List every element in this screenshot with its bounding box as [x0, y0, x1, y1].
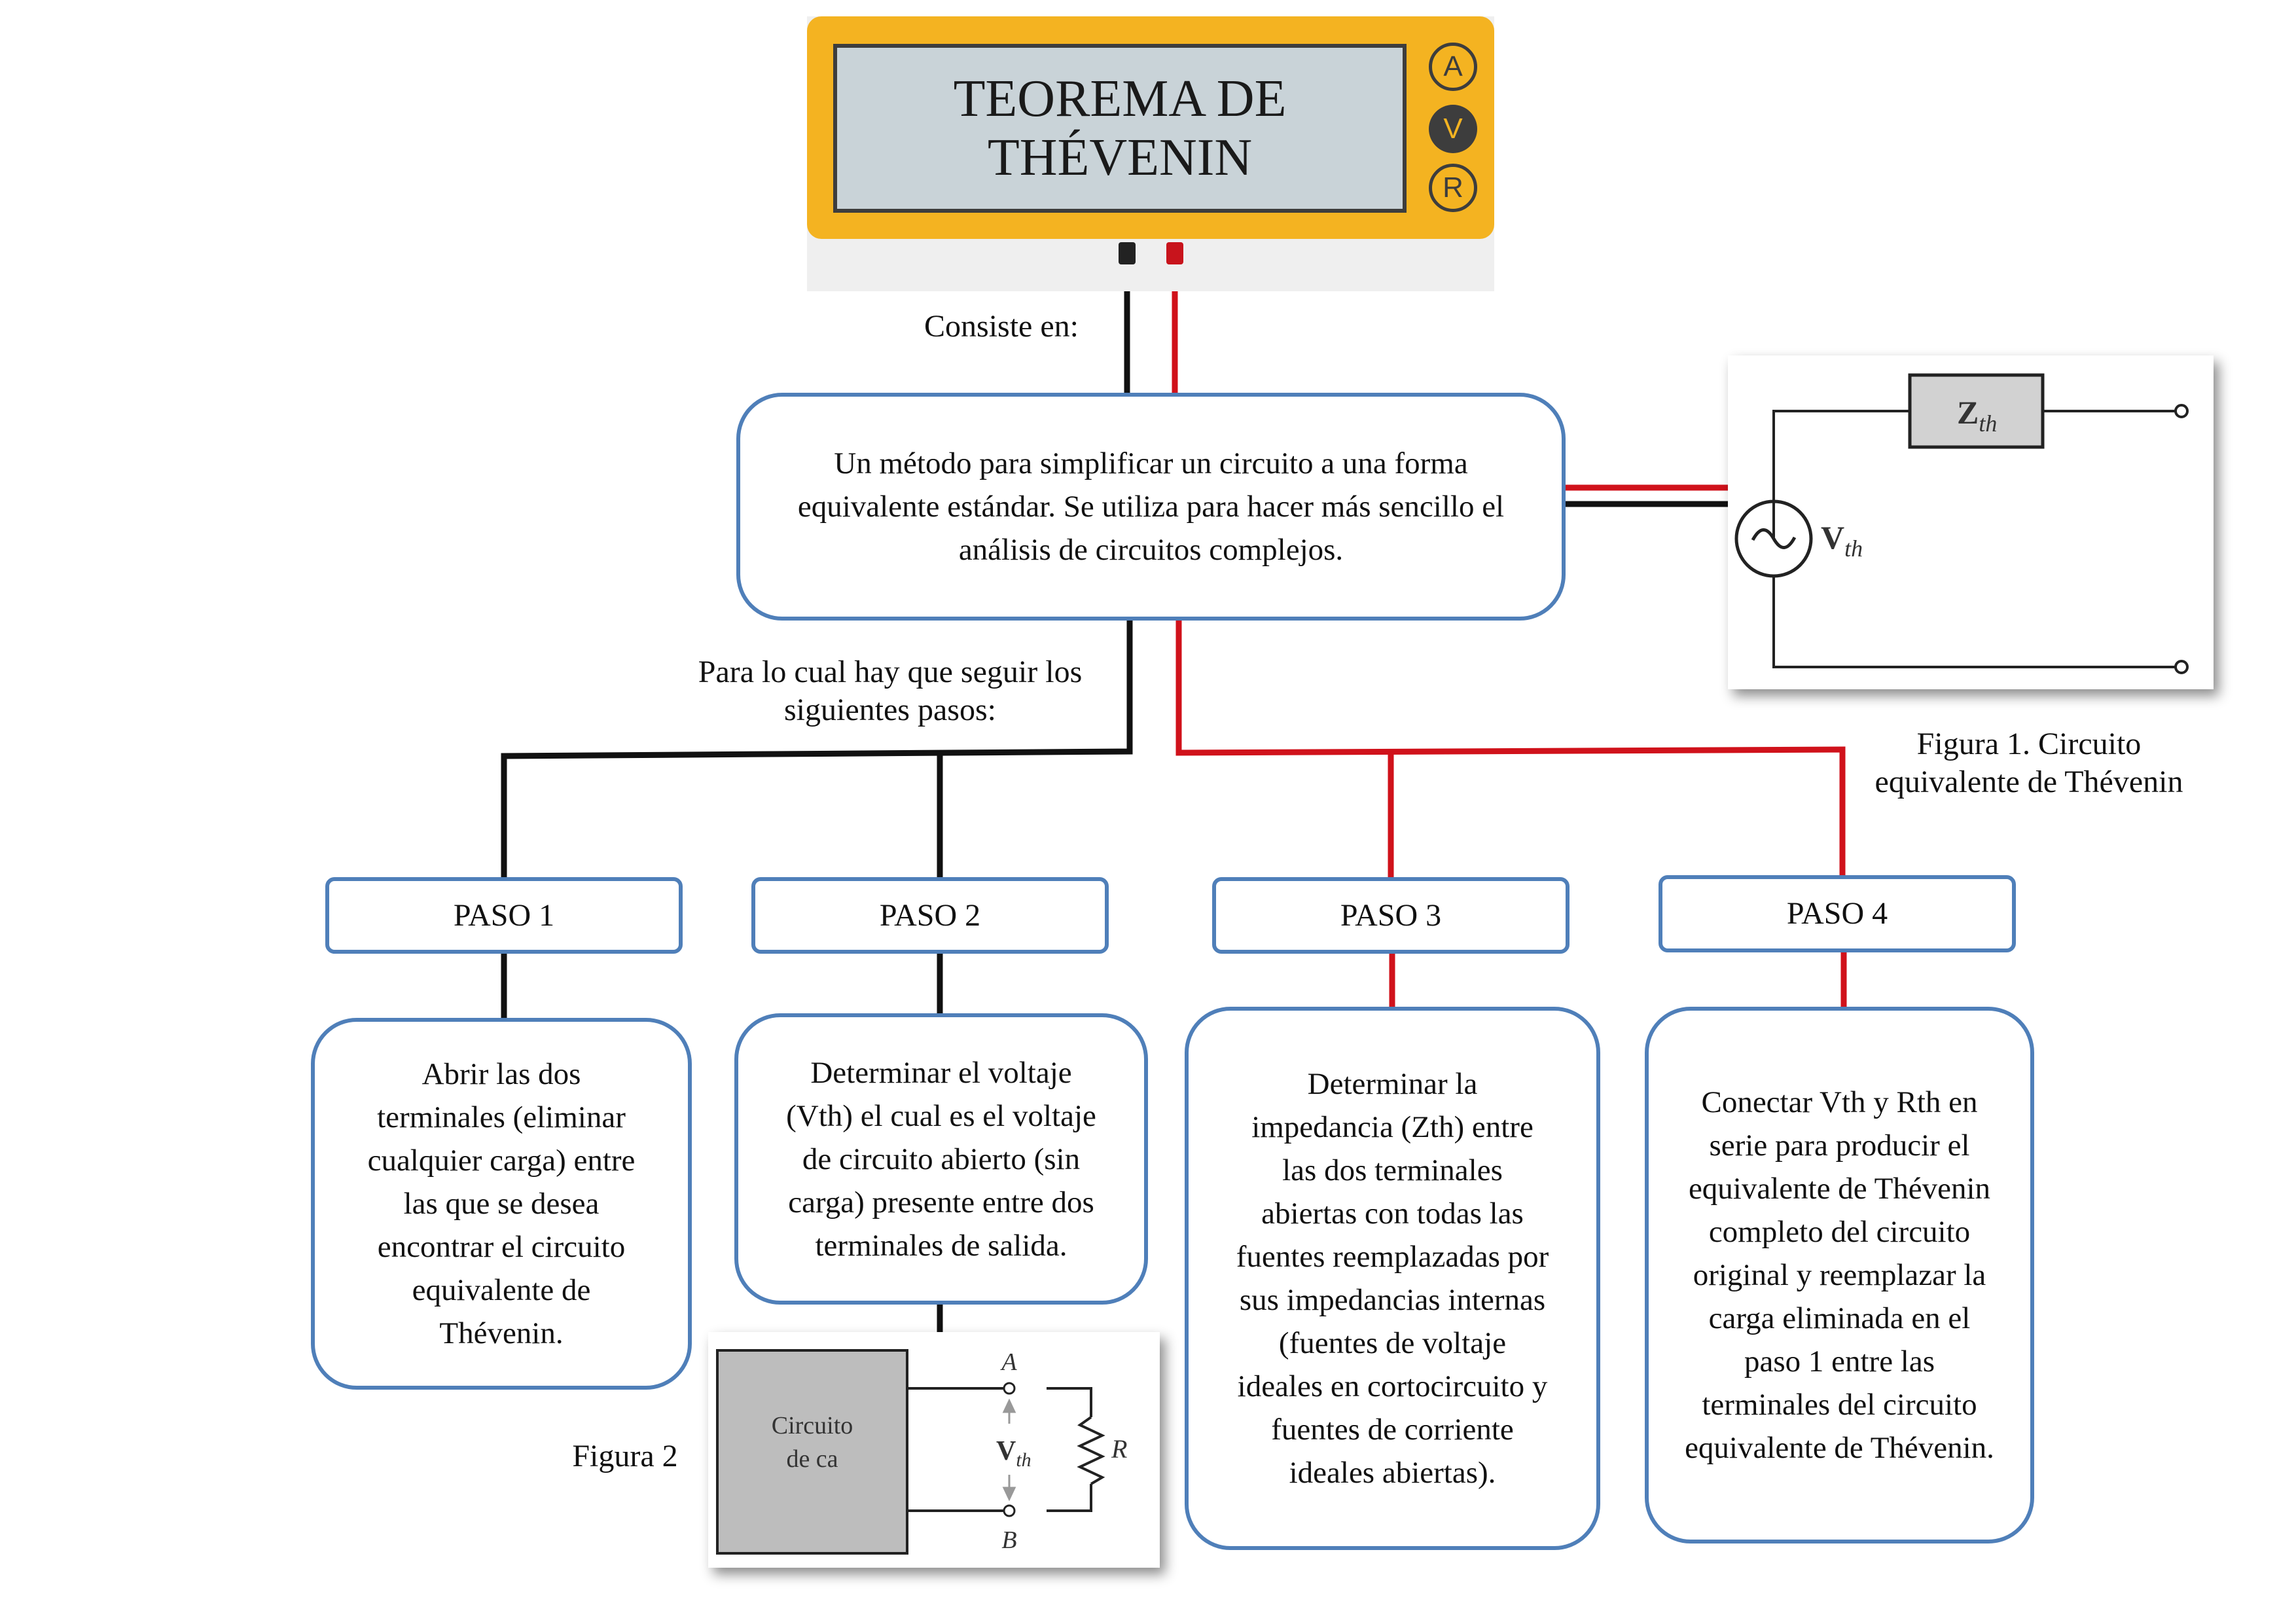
meter-screen: TEOREMA DE THÉVENIN: [833, 44, 1407, 213]
page-title: TEOREMA DE THÉVENIN: [953, 70, 1287, 187]
consiste-label: Consiste en:: [924, 309, 1079, 344]
figure1-thevenin-equivalent: Zth Vth: [1728, 355, 2214, 689]
ohmmeter-icon: R: [1429, 164, 1477, 212]
paso2-description: Determinar el voltaje (Vth) el cual es e…: [734, 1013, 1148, 1305]
fig2-terminal-b: B: [1001, 1526, 1016, 1554]
thevenin-circuit-icon: Zth Vth: [1734, 373, 2189, 674]
figure2-ac-circuit: Circuito de ca A B Vth R: [708, 1332, 1160, 1568]
figura2-caption: Figura 2: [572, 1439, 678, 1473]
paso4-title: PASO 4: [1659, 875, 2016, 952]
resistor-icon: [1047, 1387, 1105, 1512]
paso4-description: Conectar Vth y Rth en serie para produci…: [1645, 1007, 2034, 1543]
fig2-terminal-a: A: [999, 1348, 1017, 1376]
paso1-description: Abrir las dos terminales (eliminar cualq…: [311, 1018, 692, 1390]
pasos-label: Para lo cual hay que seguir los siguient…: [698, 655, 1083, 727]
paso1-title: PASO 1: [325, 877, 683, 954]
black-plug-icon: [1119, 242, 1136, 264]
ac-circuit-icon: Circuito de ca A B Vth R: [716, 1348, 1127, 1555]
fig2-vth-label: Vth: [996, 1436, 1031, 1471]
figura1-caption: Figura 1. Circuito equivalente de Théven…: [1874, 727, 2183, 799]
fig1-zth-label: Zth: [1957, 394, 1997, 437]
red-branch: [1175, 621, 1846, 877]
fig1-vth-label: Vth: [1821, 519, 1863, 562]
voltmeter-icon: V: [1429, 105, 1477, 153]
ammeter-icon: A: [1429, 43, 1477, 91]
fig2-load-label: R: [1111, 1434, 1127, 1464]
black-branch: [501, 621, 1133, 877]
paso3-title: PASO 3: [1212, 877, 1570, 954]
fig2-block-label-1: Circuito: [772, 1412, 853, 1439]
paso2-title: PASO 2: [751, 877, 1109, 954]
red-plug-icon: [1166, 242, 1183, 264]
definition-box: Un método para simplificar un circuito a…: [736, 393, 1566, 621]
fig2-block-label-2: de ca: [786, 1445, 838, 1473]
paso3-description: Determinar la impedancia (Zth) entre las…: [1185, 1007, 1600, 1550]
